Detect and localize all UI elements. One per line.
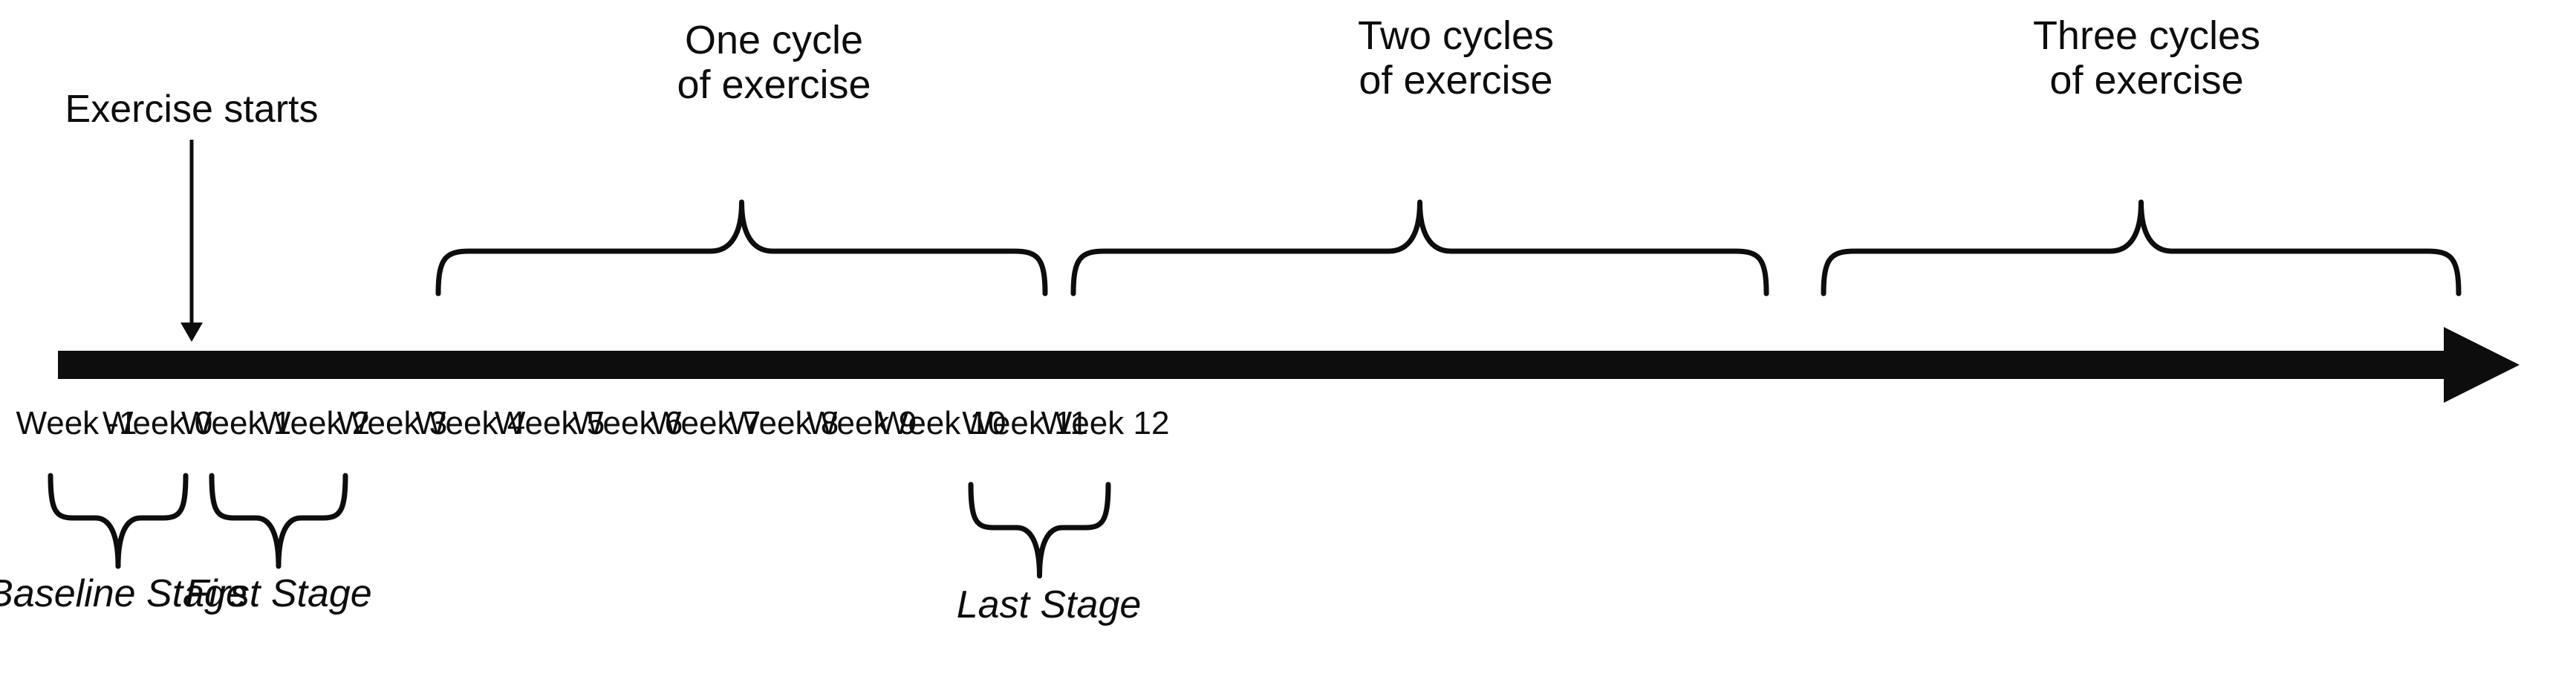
week-label: Week 5 [494, 405, 605, 441]
bracket-label-line1: One cycle [684, 18, 864, 62]
week-label: Week 8 [728, 405, 839, 441]
bracket-label-line1: Three cycles [2032, 13, 2261, 58]
week-label: Week 4 [414, 405, 526, 441]
week-label: Week 7 [650, 405, 761, 441]
bracket-label-one-cycle: One cycle of exercise [677, 18, 871, 107]
bottom-bracket-first-stage [209, 473, 348, 569]
stage-label-baseline: Baseline Stage [0, 572, 247, 615]
week-label: Week 3 [336, 405, 448, 441]
bracket-label-line2: of exercise [677, 62, 871, 107]
week-label: Week -1 [16, 405, 137, 441]
week-label: Week 2 [259, 405, 371, 441]
stage-label-last: Last Stage [956, 583, 1142, 626]
top-bracket-two-cycles [1070, 199, 1769, 297]
week-label: Week 6 [572, 405, 683, 441]
top-bracket-one-cycle [435, 199, 1048, 297]
bottom-bracket-baseline-stage [48, 473, 189, 569]
week-label: Week 1 [180, 405, 292, 441]
exercise-starts-label: Exercise starts [65, 88, 319, 131]
week-label: Week 11 [962, 405, 1088, 441]
timeline-arrow [58, 327, 2520, 403]
week-label: Week 0 [102, 405, 213, 441]
exercise-starts-arrow-head [180, 323, 203, 342]
bracket-label-three-cycles: Three cycles of exercise [2033, 13, 2260, 103]
bracket-label-line1: Two cycles [1357, 13, 1555, 58]
bracket-label-line2: of exercise [2049, 58, 2244, 103]
week-label: Week 9 [806, 405, 917, 441]
stage-label-first: First Stage [185, 572, 372, 615]
bottom-bracket-last-stage [968, 482, 1111, 579]
week-label: Week 10 [877, 405, 1006, 441]
week-label: Week 12 [1041, 405, 1170, 441]
bracket-label-line2: of exercise [1359, 58, 1553, 103]
top-bracket-three-cycles [1821, 199, 2462, 297]
bracket-label-two-cycles: Two cycles of exercise [1358, 13, 1554, 103]
